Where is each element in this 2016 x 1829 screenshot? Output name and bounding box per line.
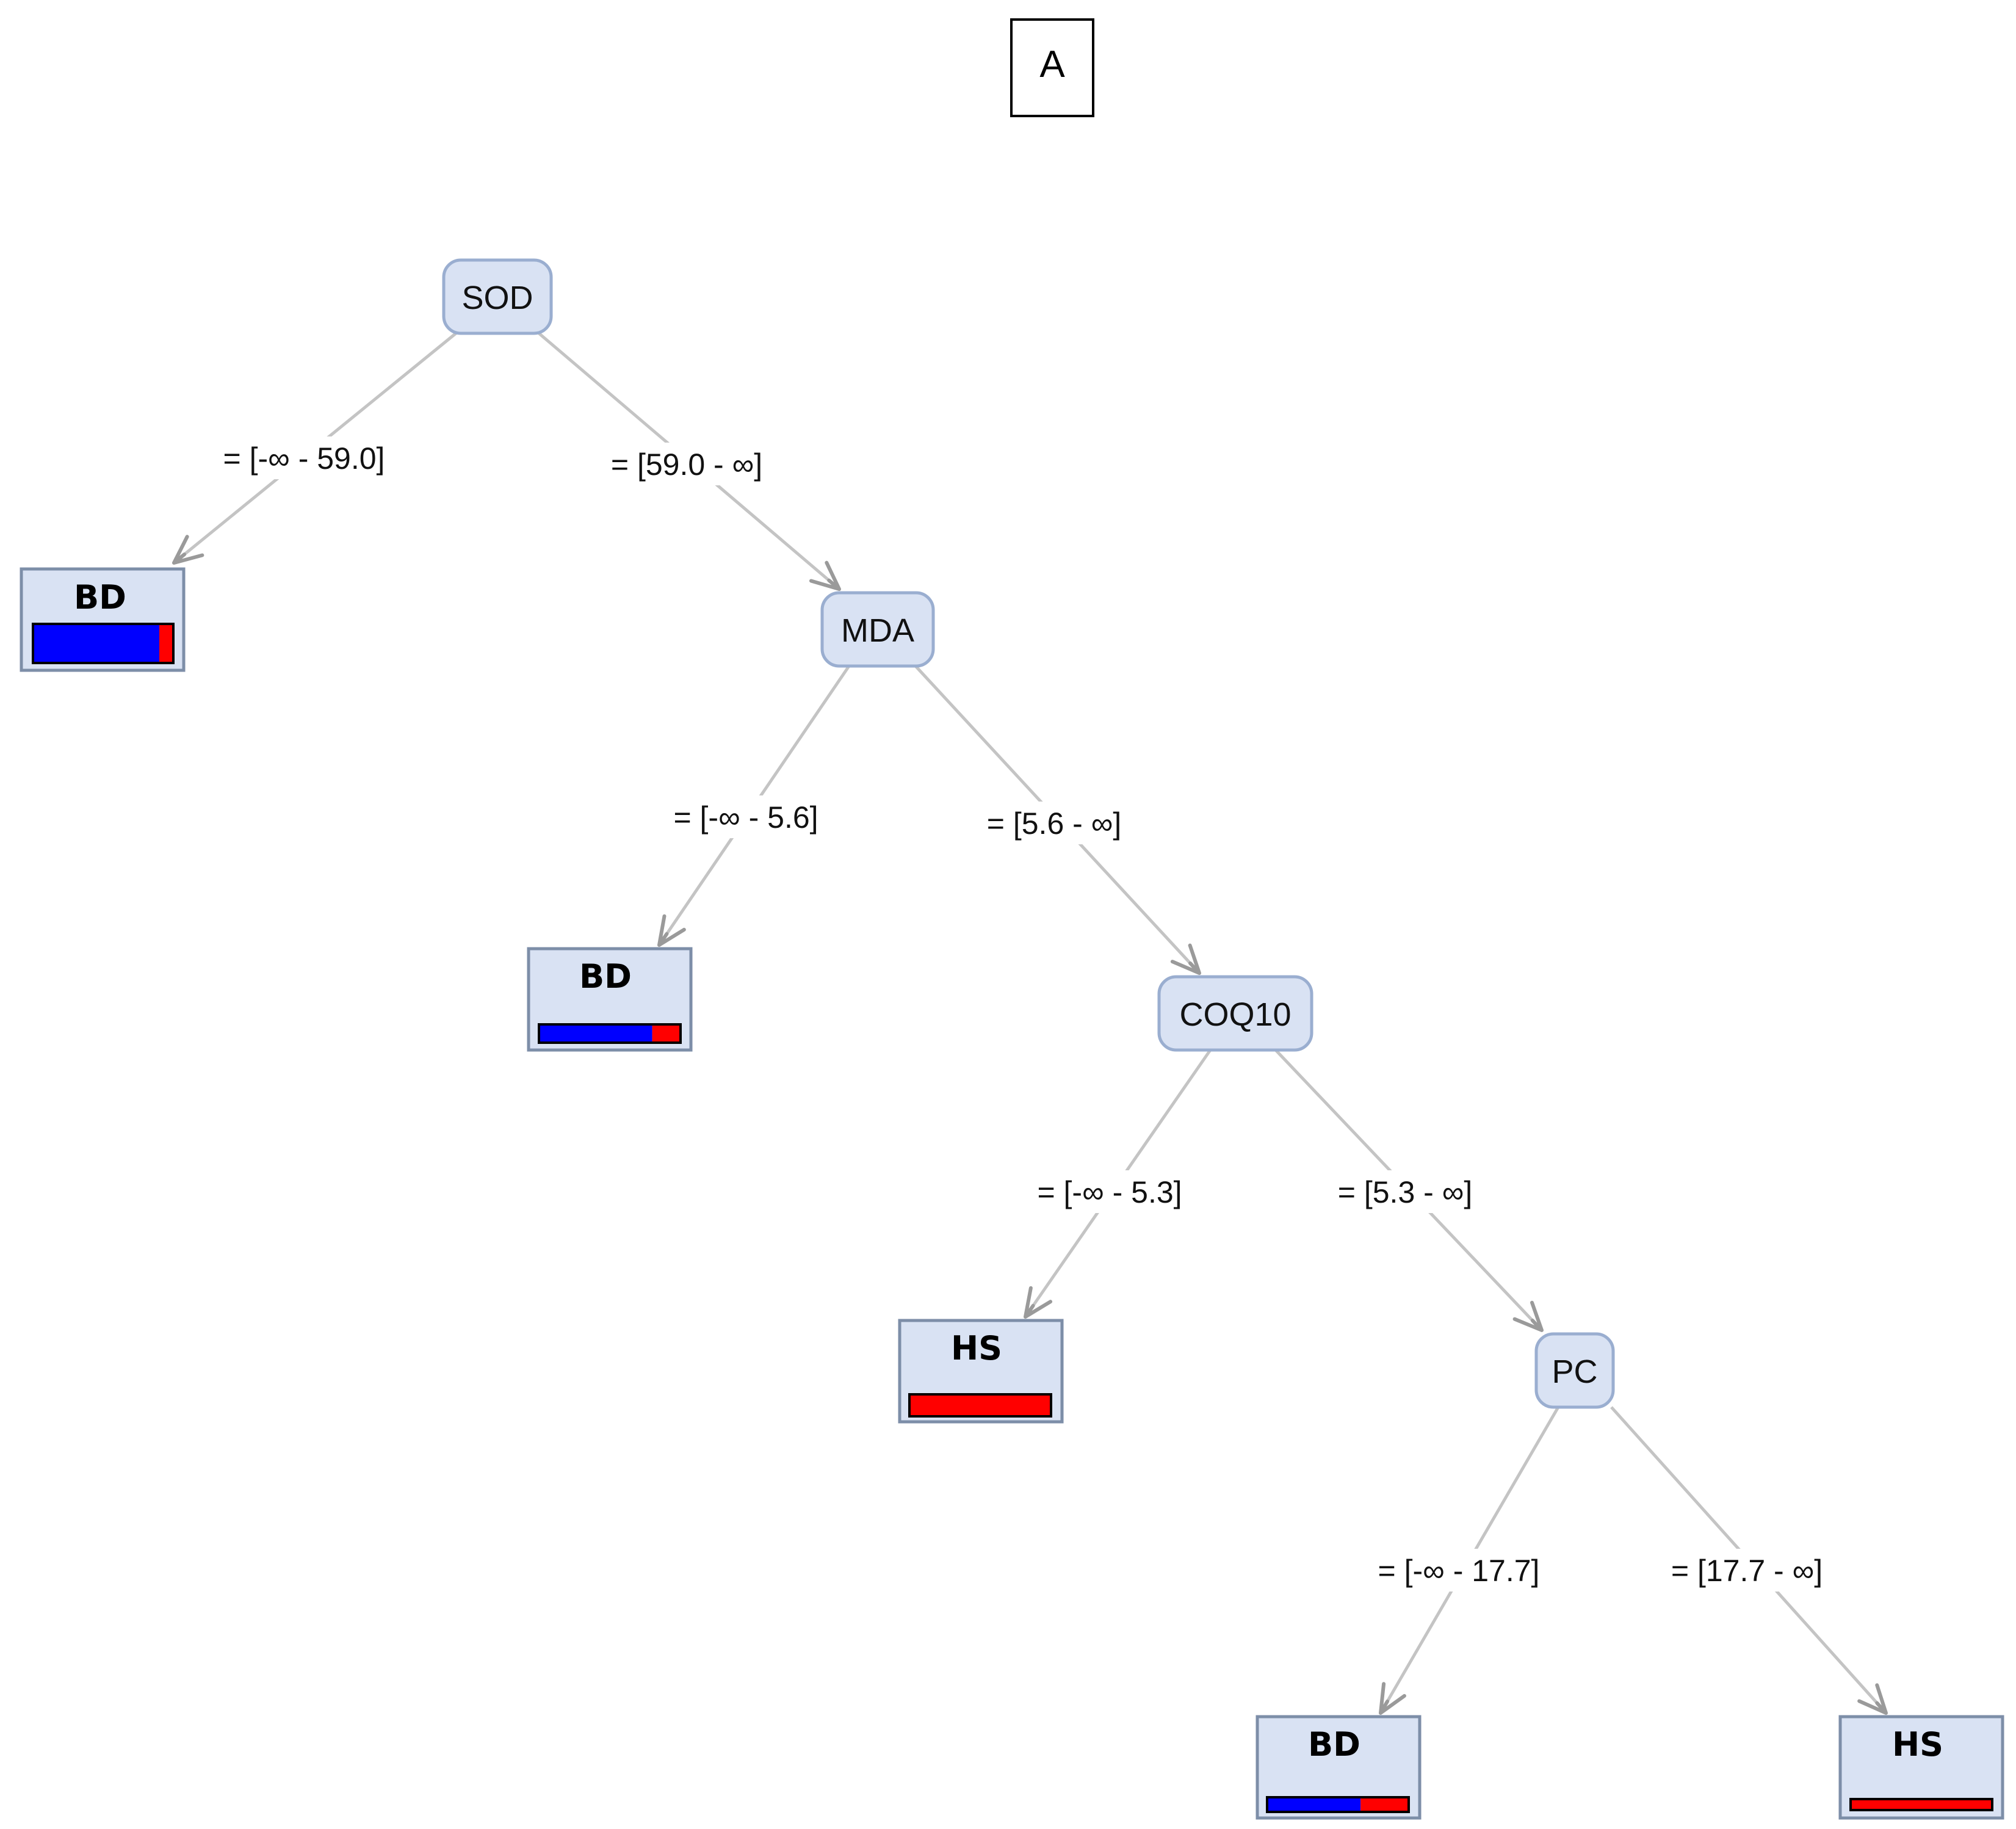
edge-label-coq10-leaf3: = [-∞ - 5.3]	[1019, 1170, 1202, 1213]
edge-label-mda-coq10: = [5.6 - ∞]	[970, 802, 1141, 844]
leaf-bar-frame	[32, 623, 175, 664]
panel-label-text: A	[1039, 43, 1065, 85]
edge-label-pc-leaf4: = [-∞ - 17.7]	[1358, 1549, 1559, 1592]
edge-label-text: = [59.0 - ∞]	[611, 447, 762, 482]
edge-label-text: = [5.3 - ∞]	[1338, 1175, 1472, 1209]
leaf-node-2: BD	[527, 947, 693, 1052]
split-node-coq10: COQ10	[1157, 975, 1313, 1052]
leaf-bar-frame	[1266, 1796, 1410, 1813]
leaf-bar-hs	[652, 1024, 681, 1043]
edge-labels: = [-∞ - 59.0] = [59.0 - ∞] = [-∞ - 5.6] …	[201, 436, 1840, 1592]
leaf-class-label: BD	[74, 578, 126, 617]
leaf-class-label: BD	[579, 957, 632, 996]
leaf-bar-bd	[539, 1024, 652, 1043]
leaf-bar-hs	[1851, 1799, 1992, 1810]
edge-label-sod-leaf1: = [-∞ - 59.0]	[201, 436, 403, 479]
leaf-bar-bd	[33, 624, 159, 663]
split-node-mda: MDA	[820, 591, 935, 668]
edge-label-text: = [-∞ - 5.6]	[673, 800, 818, 835]
edge-label-mda-leaf2: = [-∞ - 5.6]	[656, 795, 839, 838]
arrow-head-icon	[1024, 1286, 1053, 1319]
leaf-node-5: HS	[1838, 1715, 2004, 1820]
edge-label-coq10-pc: = [5.3 - ∞]	[1321, 1170, 1492, 1213]
edge-label-text: = [-∞ - 17.7]	[1378, 1554, 1540, 1588]
leaf-node-1: BD	[20, 567, 186, 672]
arrow-head-icon	[1379, 1682, 1406, 1715]
split-node-label: MDA	[841, 612, 914, 649]
edge-label-sod-mda: = [59.0 - ∞]	[592, 443, 781, 485]
edge-label-text: = [-∞ - 5.3]	[1037, 1175, 1182, 1209]
panel-label: A	[1010, 18, 1094, 117]
edge-label-text: = [17.7 - ∞]	[1671, 1554, 1823, 1588]
leaf-class-label: HS	[951, 1329, 1002, 1367]
leaf-bar-bd	[1267, 1797, 1361, 1812]
leaf-bar-frame	[1849, 1798, 1993, 1811]
arrow-head-icon	[1857, 1683, 1888, 1715]
split-node-label: PC	[1552, 1353, 1597, 1390]
split-node-pc: PC	[1534, 1332, 1615, 1409]
edge-label-pc-leaf5: = [17.7 - ∞]	[1651, 1549, 1840, 1592]
leaf-class-label: HS	[1892, 1725, 1943, 1764]
leaf-bar-hs	[159, 624, 173, 663]
leaf-bar-frame	[908, 1393, 1052, 1418]
split-node-sod: SOD	[442, 258, 553, 335]
leaf-node-4: BD	[1255, 1715, 1422, 1820]
arrow-head-icon	[1512, 1300, 1544, 1332]
leaf-bar-hs	[909, 1394, 1051, 1416]
split-node-label: SOD	[461, 280, 533, 316]
arrow-head-icon	[657, 914, 686, 947]
split-node-label: COQ10	[1179, 996, 1291, 1033]
edge-label-text: = [5.6 - ∞]	[987, 806, 1121, 841]
arrow-head-icon	[809, 560, 841, 591]
edges-layer	[172, 332, 1888, 1715]
leaf-bar-hs	[1360, 1797, 1409, 1812]
edge-label-text: = [-∞ - 59.0]	[223, 441, 385, 476]
leaf-class-label: BD	[1308, 1725, 1360, 1764]
leaf-node-3: HS	[898, 1319, 1064, 1424]
leaf-bar-frame	[538, 1023, 682, 1044]
arrow-head-icon	[1170, 943, 1201, 975]
arrow-head-icon	[172, 535, 204, 565]
